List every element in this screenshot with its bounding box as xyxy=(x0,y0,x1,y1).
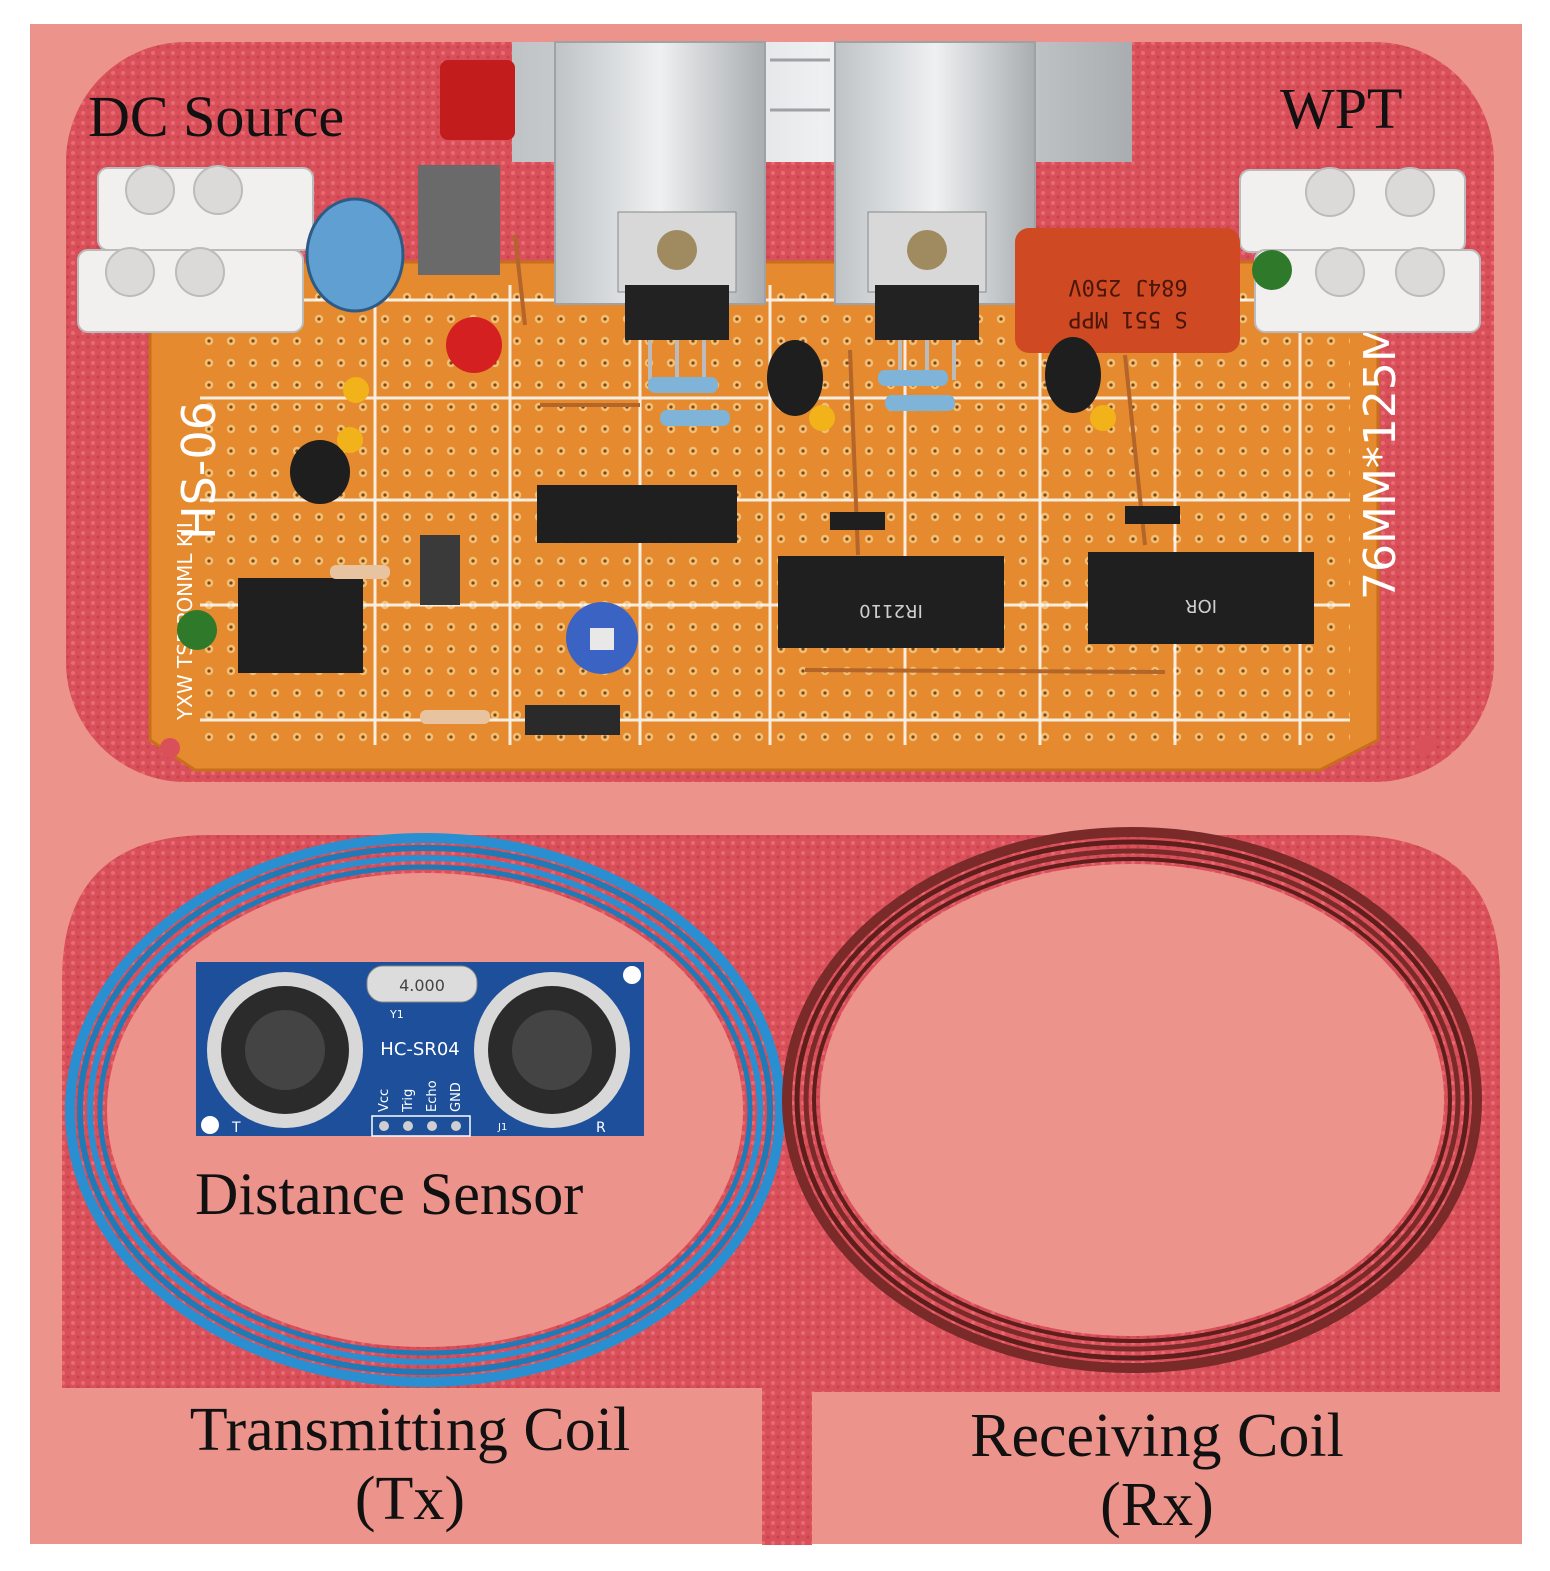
green-capacitor-left xyxy=(177,610,217,650)
receiving-coil-title: Receiving Coil xyxy=(970,1402,1344,1470)
rx-label-panel xyxy=(812,1392,1502,1544)
wpt-label: WPT xyxy=(1280,76,1403,141)
board-size-text: 76MM*125MM xyxy=(1355,286,1406,600)
transmitting-coil-abbrev: (Tx) xyxy=(354,1465,466,1534)
pcb-board xyxy=(148,260,1435,772)
dc-source-label: DC Source xyxy=(88,84,345,149)
receiving-coil-label: Receiving Coil (Rx) xyxy=(812,1402,1502,1541)
svg-text:T: T xyxy=(231,1120,241,1136)
svg-text:684J 250V: 684J 250V xyxy=(1068,274,1187,299)
svg-text:Echo: Echo xyxy=(425,1080,440,1112)
svg-text:IOR: IOR xyxy=(1185,595,1217,616)
svg-text:Trig: Trig xyxy=(401,1089,416,1113)
red-button-cap xyxy=(440,60,515,140)
ic-center-top xyxy=(537,485,737,543)
svg-text:GND: GND xyxy=(449,1082,464,1112)
rx-coil-inner xyxy=(820,864,1444,1336)
resistors xyxy=(330,370,955,724)
diode-right xyxy=(1125,506,1180,524)
transmitting-coil-label: Transmitting Coil (Tx) xyxy=(60,1396,760,1535)
rx-coil xyxy=(782,827,1482,1373)
tx-label-panel xyxy=(60,1388,762,1544)
svg-text:IR2110: IR2110 xyxy=(859,600,923,621)
red-led xyxy=(446,317,502,373)
svg-text:HC-SR04: HC-SR04 xyxy=(380,1039,459,1060)
svg-text:Y1: Y1 xyxy=(389,1008,404,1021)
terminal-blocks-left xyxy=(77,165,314,333)
electrolytic-capacitors xyxy=(290,197,1101,504)
tx-coil xyxy=(65,833,785,1387)
terminal-blocks-right xyxy=(1239,167,1481,333)
ic-ir2110-right: IOR xyxy=(1088,552,1314,644)
svg-text:R: R xyxy=(596,1120,606,1136)
mosfet-right xyxy=(867,211,987,380)
hc-sr04-sensor: 4.000 Y1 HC-SR04 T R J1 Vcc Trig Echo GN… xyxy=(196,962,644,1137)
distance-sensor-label: Distance Sensor xyxy=(195,1161,584,1227)
ceramic-capacitors xyxy=(337,377,1116,453)
receiving-coil-abbrev: (Rx) xyxy=(1100,1471,1214,1540)
ic-8pin xyxy=(238,578,363,673)
svg-text:J1: J1 xyxy=(497,1122,507,1133)
svg-text:Vcc: Vcc xyxy=(377,1089,392,1112)
film-capacitor: 684J 250V S 551 MPP xyxy=(1015,228,1240,353)
push-button-body xyxy=(418,165,500,275)
mosfet-left xyxy=(617,211,737,380)
slide-switch-2 xyxy=(525,705,620,735)
transmitting-coil-title: Transmitting Coil xyxy=(189,1396,631,1464)
board-model-text: HS-06 xyxy=(172,401,226,540)
ic-ir2110-left: IR2110 xyxy=(778,556,1004,648)
svg-text:S 551 MPP: S 551 MPP xyxy=(1068,306,1187,331)
svg-text:4.000: 4.000 xyxy=(399,976,445,995)
diode-left xyxy=(830,512,885,530)
green-capacitor-right xyxy=(1252,250,1292,290)
slide-switch-1 xyxy=(420,535,460,605)
